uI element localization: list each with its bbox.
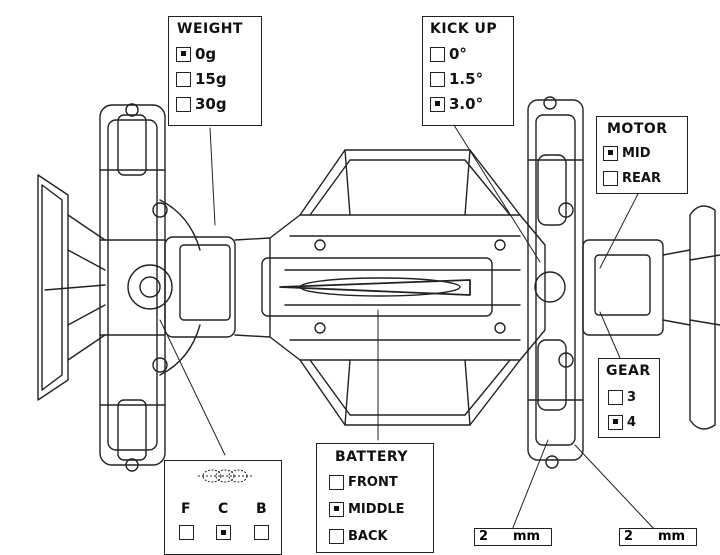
main-chassis (261, 214, 546, 361)
gear-option-0[interactable]: 3 (608, 387, 636, 407)
position-col-f: F (181, 501, 191, 517)
weight-panel: WEIGHT 0g 15g 30g (168, 16, 262, 126)
position-checkbox-c[interactable] (216, 525, 231, 540)
front-wheels (99, 103, 201, 472)
kickup-checkbox-0[interactable] (430, 46, 445, 62)
motor-option-0[interactable]: MID (603, 143, 651, 163)
motor-checkbox-1[interactable] (603, 170, 618, 186)
motor-option-label: REAR (622, 170, 661, 186)
roll-cage (299, 149, 521, 426)
rear-gearbox (582, 239, 691, 336)
battery-option-1[interactable]: MIDDLE (329, 499, 405, 519)
battery-checkbox-2[interactable] (329, 528, 344, 544)
spacer-left-value: 2 (479, 529, 489, 544)
battery-title: BATTERY (335, 449, 409, 465)
kickup-option-1[interactable]: 1.5° (430, 69, 483, 89)
spacer-left-box: 2 mm (474, 528, 552, 546)
gear-title: GEAR (606, 363, 651, 379)
battery-checkbox-1[interactable] (329, 501, 344, 517)
kickup-option-label: 0° (449, 45, 467, 63)
weight-title: WEIGHT (177, 21, 243, 37)
kickup-option-label: 3.0° (449, 95, 484, 113)
weight-option-2[interactable]: 30g (176, 94, 227, 114)
battery-option-label: BACK (348, 528, 388, 544)
battery-option-0[interactable]: FRONT (329, 472, 398, 492)
gear-option-label: 4 (627, 414, 637, 430)
motor-option-1[interactable]: REAR (603, 168, 661, 188)
spacer-left-unit: mm (513, 529, 541, 544)
spacer-right-box: 2 mm (619, 528, 697, 546)
weight-checkbox-0[interactable] (176, 46, 191, 62)
kickup-title: KICK UP (430, 21, 498, 37)
battery-option-label: FRONT (348, 474, 398, 490)
position-col-c: C (218, 501, 229, 517)
rear-wing (689, 205, 720, 430)
gear-checkbox-1[interactable] (608, 414, 623, 430)
position-col-b: B (256, 501, 267, 517)
weight-option-1[interactable]: 15g (176, 69, 227, 89)
spacer-right-unit: mm (658, 529, 686, 544)
position-panel: F C B (164, 460, 282, 555)
weight-option-label: 0g (195, 45, 217, 63)
position-checkbox-b[interactable] (254, 525, 269, 540)
gear-option-1[interactable]: 4 (608, 412, 636, 432)
weight-checkbox-2[interactable] (176, 96, 191, 112)
battery-option-label: MIDDLE (348, 501, 405, 517)
weight-option-label: 30g (195, 95, 227, 113)
weight-option-label: 15g (195, 70, 227, 88)
spacer-right-value: 2 (624, 529, 634, 544)
front-bulkhead (164, 236, 271, 338)
weight-option-0[interactable]: 0g (176, 44, 216, 64)
battery-option-2[interactable]: BACK (329, 526, 388, 546)
position-icon (198, 469, 252, 483)
leader-lines (159, 121, 656, 531)
front-wing (37, 174, 106, 401)
chassis-diagram (37, 96, 720, 531)
kickup-panel: KICK UP 0° 1.5° 3.0° (422, 16, 514, 126)
kickup-option-2[interactable]: 3.0° (430, 94, 483, 114)
kickup-option-0[interactable]: 0° (430, 44, 467, 64)
position-checkbox-f[interactable] (179, 525, 194, 540)
motor-option-label: MID (622, 145, 651, 161)
weight-checkbox-1[interactable] (176, 71, 191, 87)
motor-title: MOTOR (607, 121, 668, 137)
motor-checkbox-0[interactable] (603, 145, 618, 161)
gear-checkbox-0[interactable] (608, 389, 623, 405)
kickup-option-label: 1.5° (449, 70, 484, 88)
gear-option-label: 3 (627, 389, 637, 405)
kickup-checkbox-2[interactable] (430, 96, 445, 112)
gear-panel: GEAR 3 4 (598, 358, 660, 438)
battery-panel: BATTERY FRONT MIDDLE BACK (316, 443, 434, 553)
rear-wheels (527, 96, 584, 469)
motor-panel: MOTOR MID REAR (596, 116, 688, 194)
kickup-checkbox-1[interactable] (430, 71, 445, 87)
battery-checkbox-0[interactable] (329, 474, 344, 490)
